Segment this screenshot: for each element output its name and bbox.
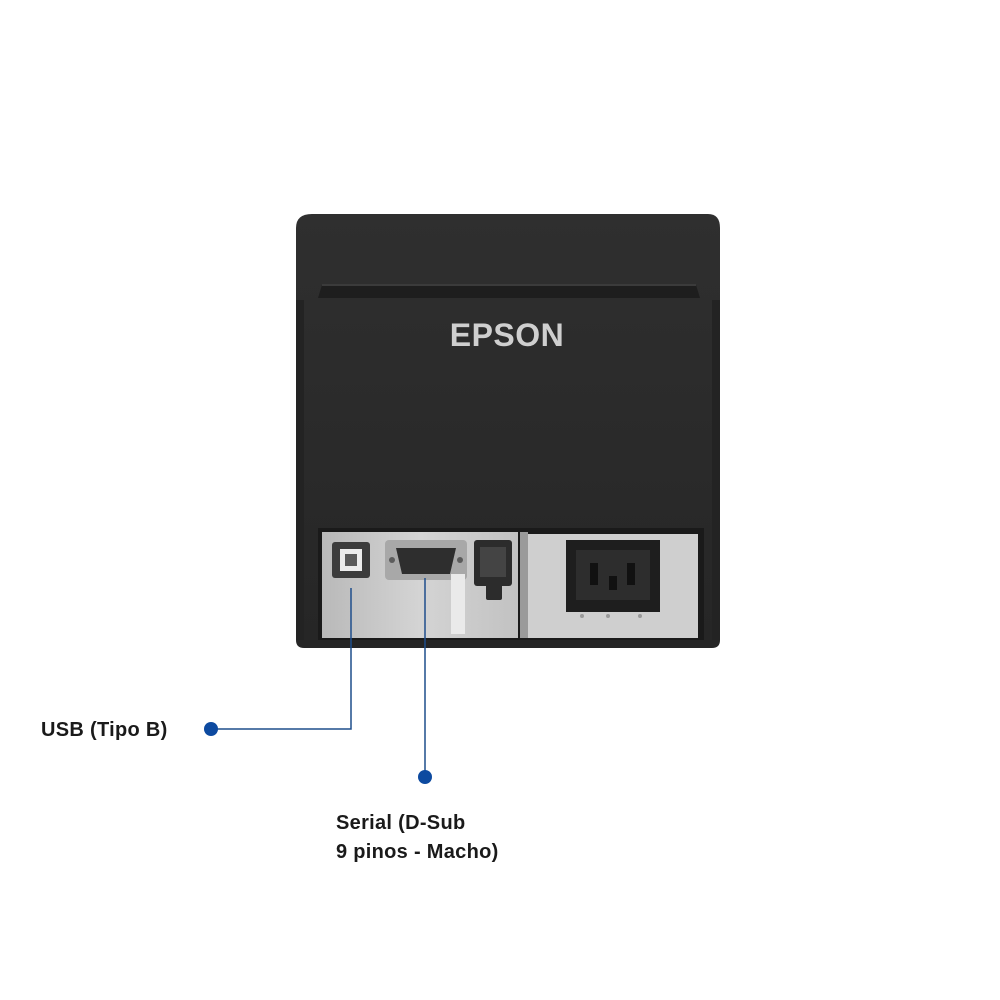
epson-logo: EPSON — [450, 317, 565, 353]
serial-callout-line1: Serial (D-Sub — [336, 812, 466, 834]
power-inlet — [566, 540, 660, 618]
serial-callout-line2: 9 pinos - Macho) — [336, 841, 499, 863]
usb-port — [332, 542, 370, 578]
serial-port — [385, 540, 467, 580]
usb-callout-line — [204, 588, 352, 736]
serial-callout-label: Serial (D-Sub 9 pinos - Macho) — [336, 809, 499, 867]
serial-callout-line — [418, 578, 432, 784]
release-tab — [451, 574, 465, 634]
drawer-kickout-port — [474, 540, 512, 600]
usb-callout-label: USB (Tipo B) — [41, 719, 168, 741]
